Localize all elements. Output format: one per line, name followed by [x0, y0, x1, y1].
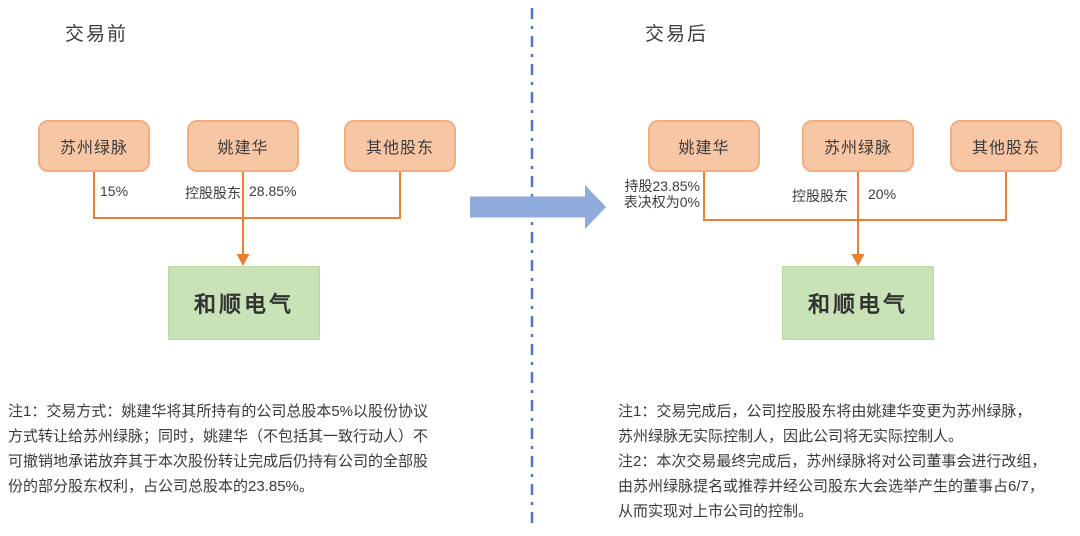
- shareholder-box-suzhou-lvmai: 苏州绿脉: [38, 120, 150, 172]
- shareholder-box-suzhou-lvmai-after: 苏州绿脉: [802, 120, 914, 172]
- note-line: 苏州绿脉无实际控制人，因此公司将无实际控制人。: [618, 428, 964, 445]
- controlling-tag-before: 控股股东: [185, 185, 241, 201]
- notes-after: 注1：交易完成后，公司控股股东将由姚建华变更为苏州绿脉， 苏州绿脉无实际控制人，…: [618, 399, 1073, 524]
- panel-before-title: 交易前: [65, 24, 129, 45]
- connector-after: [703, 170, 1007, 256]
- note-line: 方式转让给苏州绿脉；同时，姚建华（不包括其一致行动人）不: [8, 428, 429, 445]
- stake-label-15pct: 15%: [100, 183, 129, 199]
- note-line: 注1：交易完成后，公司控股股东将由姚建华变更为苏州绿脉，: [618, 403, 1032, 420]
- company-box-heshun-after: 和顺电气: [782, 266, 934, 340]
- transaction-flow-arrow-icon: [470, 185, 606, 229]
- stake-label-yao-after: 持股23.85% 表决权为0%: [598, 178, 700, 210]
- connector-before: [93, 170, 401, 256]
- note-line: 从而实现对上市公司的控制。: [618, 503, 814, 520]
- note-line: 注1：交易方式：姚建华将其所持有的公司总股本5%以股份协议: [8, 403, 429, 420]
- stake-label-20pct: 20%: [868, 186, 897, 202]
- notes-before: 注1：交易方式：姚建华将其所持有的公司总股本5%以股份协议 方式转让给苏州绿脉；…: [8, 399, 448, 499]
- note-line: 由苏州绿脉提名或推荐并经公司股东大会选举产生的董事占6/7，: [618, 478, 1044, 495]
- controlling-tag-after: 控股股东: [792, 188, 848, 204]
- panel-after-title: 交易后: [645, 24, 709, 45]
- stake-label-voting-line: 表决权为0%: [623, 194, 700, 210]
- note-line: 可撤销地承诺放弃其于本次股份转让完成后仍持有公司的全部股: [8, 453, 429, 470]
- arrowhead-before-icon: [236, 254, 250, 266]
- arrowhead-after-icon: [851, 254, 865, 266]
- shareholder-box-yao-jianhua: 姚建华: [187, 120, 299, 172]
- note-line: 份的部分股东权利，占公司总股本的23.85%。: [8, 478, 314, 495]
- stake-label-hold-line: 持股23.85%: [624, 178, 700, 194]
- shareholder-box-yao-jianhua-after: 姚建华: [648, 120, 760, 172]
- note-line: 注2：本次交易最终完成后，苏州绿脉将对公司董事会进行改组，: [618, 453, 1047, 470]
- stake-label-2885pct: 28.85%: [249, 183, 297, 199]
- shareholder-box-other-after: 其他股东: [950, 120, 1062, 172]
- company-box-heshun-before: 和顺电气: [168, 266, 320, 340]
- shareholder-box-other: 其他股东: [344, 120, 456, 172]
